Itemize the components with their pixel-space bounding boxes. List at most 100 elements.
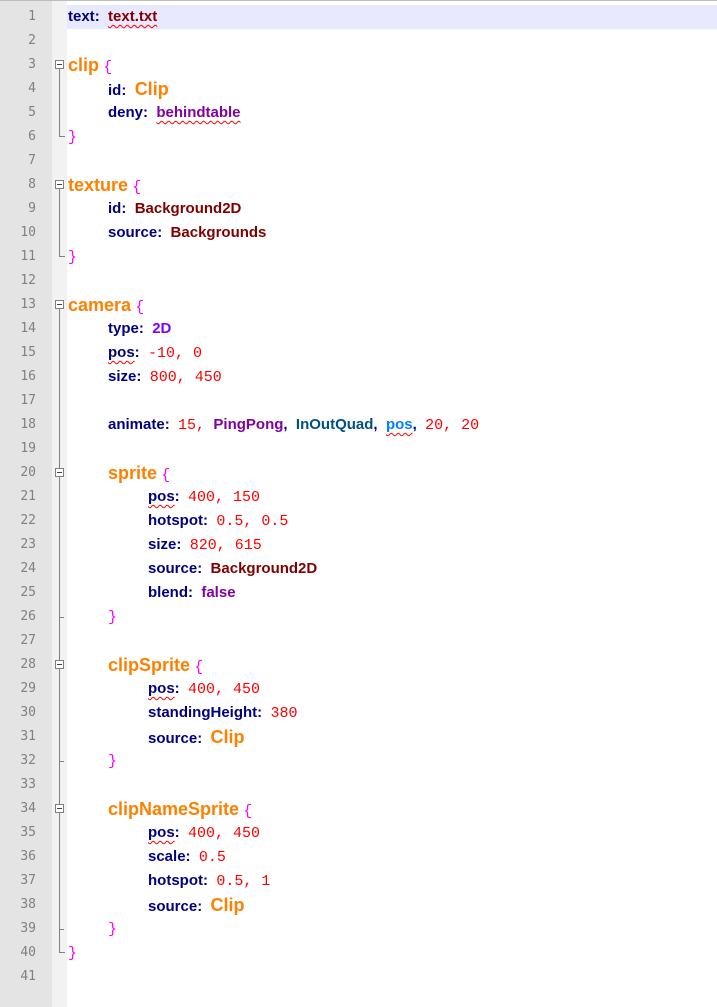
code-line[interactable]: 14 type: 2D [0,317,717,341]
fold-line [52,533,67,557]
property-value: 0.5, 0.5 [216,513,289,530]
property-key: size [148,536,177,553]
code-line[interactable]: 28 clipSprite { [0,653,717,677]
fold-end-icon [52,917,67,941]
property-value: Clip [134,79,169,99]
code-line[interactable]: 40 } [0,941,717,965]
fold-line [52,773,67,797]
property-key: source [148,730,198,747]
code-line[interactable]: 27 [0,629,717,653]
colon: : [174,680,180,697]
code-text: } [68,125,77,149]
property-key: source [148,898,198,915]
code-line[interactable]: 34 clipNameSprite { [0,797,717,821]
code-line[interactable]: 7 [0,149,717,173]
line-number: 1 [28,9,36,24]
code-line[interactable]: 8 texture { [0,173,717,197]
code-line[interactable]: 3 clip { [0,53,717,77]
code-text: id: Background2D [68,197,241,221]
line-number: 20 [20,465,36,480]
code-text: } [68,245,77,269]
code-line[interactable]: 2 [0,29,717,53]
code-line[interactable]: 32 } [0,749,717,773]
code-line[interactable]: 30 standingHeight: 380 [0,701,717,725]
code-text: } [68,605,117,629]
code-line[interactable]: 12 [0,269,717,293]
fold-minus-icon[interactable] [52,53,67,77]
property-key: source [148,560,198,577]
property-value: Clip [210,727,245,747]
property-value: 400, 450 [188,825,261,842]
code-line[interactable]: 21 pos: 400, 150 [0,485,717,509]
fold-minus-icon[interactable] [52,797,67,821]
animate-duration: 15, [178,417,206,434]
property-value: 400, 150 [188,489,261,506]
code-line[interactable]: 22 hotspot: 0.5, 0.5 [0,509,717,533]
code-line[interactable]: 39 } [0,917,717,941]
fold-line [52,437,67,461]
open-brace: { [135,299,145,316]
code-line[interactable]: 13 camera { [0,293,717,317]
code-lines[interactable]: 1 text: text.txt 2 3 clip { 4 id: Clip 5… [0,5,717,989]
code-line[interactable]: 38 source: Clip [0,893,717,917]
fold-minus-icon[interactable] [52,173,67,197]
code-line[interactable]: 25 blend: false [0,581,717,605]
code-text: type: 2D [68,317,171,341]
property-key: id [108,200,122,217]
line-number: 27 [20,633,36,648]
line-number-gutter [0,1,52,1007]
line-number: 9 [28,201,36,216]
code-line[interactable]: 31 source: Clip [0,725,717,749]
code-line[interactable]: 11 } [0,245,717,269]
code-text: source: Clip [68,893,245,917]
code-line[interactable]: 41 [0,965,717,989]
code-line[interactable]: 37 hotspot: 0.5, 1 [0,869,717,893]
property-key: hotspot [148,872,203,889]
code-line[interactable]: 19 [0,437,717,461]
code-text: standingHeight: 380 [68,701,298,725]
property-value: -10, 0 [148,345,203,362]
code-line[interactable]: 20 sprite { [0,461,717,485]
code-line[interactable]: 36 scale: 0.5 [0,845,717,869]
fold-minus-icon[interactable] [52,293,67,317]
property-key: pos [148,824,175,841]
line-number: 19 [20,441,36,456]
code-line[interactable]: 15 pos: -10, 0 [0,341,717,365]
line-number: 11 [20,249,36,264]
code-line[interactable]: 10 source: Backgrounds [0,221,717,245]
code-line[interactable]: 5 deny: behindtable [0,101,717,125]
code-line[interactable]: 33 [0,773,717,797]
code-line[interactable]: 6 } [0,125,717,149]
code-line[interactable]: 1 text: text.txt [0,5,717,29]
code-line[interactable]: 4 id: Clip [0,77,717,101]
fold-minus-icon[interactable] [52,461,67,485]
fold-line [52,821,67,845]
fold-line [52,557,67,581]
colon: : [185,848,191,865]
line-number: 3 [28,57,36,72]
line-number: 22 [20,513,36,528]
code-line[interactable]: 23 size: 820, 615 [0,533,717,557]
code-line[interactable]: 16 size: 800, 450 [0,365,717,389]
code-line[interactable]: 29 pos: 400, 450 [0,677,717,701]
property-value: 0.5, 1 [216,873,271,890]
fold-minus-icon[interactable] [52,653,67,677]
code-line[interactable]: 17 [0,389,717,413]
code-text: blend: false [68,581,236,605]
code-text: clipSprite { [68,653,203,677]
code-text: text: text.txt [68,5,157,29]
property-value: Background2D [134,200,242,217]
code-line[interactable]: 35 pos: 400, 450 [0,821,717,845]
comma: , [283,416,288,433]
property-key: text [68,8,95,25]
code-line[interactable]: 26 } [0,605,717,629]
animate-easing: InOutQuad [295,416,374,433]
fold-end-icon [52,245,67,269]
code-line[interactable]: 18 animate: 15, PingPong, InOutQuad, pos… [0,413,717,437]
line-number: 18 [20,417,36,432]
code-line[interactable]: 9 id: Background2D [0,197,717,221]
line-number: 37 [20,873,36,888]
line-number: 26 [20,609,36,624]
code-line[interactable]: 24 source: Background2D [0,557,717,581]
